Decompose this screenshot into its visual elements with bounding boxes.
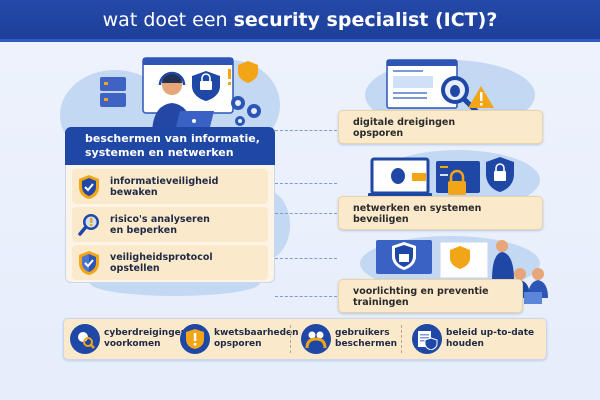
document-shield-icon — [412, 324, 442, 354]
main-card-panel: informatieveiligheid bewaken risico's an… — [65, 165, 275, 283]
card-line1: digitale dreigingen — [353, 117, 456, 128]
connector-line — [275, 296, 337, 297]
laptop-server-lock-icon — [368, 157, 514, 198]
bottom-bar: cyberdreigingen voorkomen kwetsbaarheden… — [63, 318, 547, 360]
bottom-item-beleid: beleid up-to-date houden — [406, 319, 536, 359]
card-line2: trainingen — [353, 297, 409, 308]
specialist-illustration-icon — [100, 57, 261, 135]
bottom-line2: houden — [446, 339, 484, 349]
main-title-line1: beschermen van informatie, — [85, 132, 260, 145]
main-card-title: beschermen van informatie, systemen en n… — [65, 127, 275, 165]
bottom-line1: gebruikers — [335, 328, 390, 338]
card-line1: voorlichting en preventie — [353, 286, 489, 297]
card-line2: opsporen — [353, 128, 404, 139]
title-light: wat doet een — [102, 8, 228, 31]
main-item-veiligheidsprotocol: veiligheidsprotocol opstellen — [72, 245, 268, 280]
bottom-item-kwetsbaarheden: kwetsbaarheden opsporen — [174, 319, 299, 359]
presentation-training-icon — [376, 240, 548, 304]
bug-magnifier-warning-icon — [386, 59, 494, 115]
bottom-line1: cyberdreigingen — [104, 328, 188, 338]
item-line1: veiligheidsprotocol — [110, 251, 213, 263]
item-line1: informatieveiligheid — [110, 175, 219, 187]
item-line2: en beperken — [110, 224, 177, 236]
side-card-netwerken-beveiligen: netwerken en systemen beveiligen — [338, 196, 543, 230]
page-header: wat doet een security specialist (ICT)? — [0, 0, 600, 42]
item-line1: risico's analyseren — [110, 213, 210, 225]
magnifier-icon — [78, 213, 99, 236]
connector-line — [275, 183, 337, 184]
bottom-line1: kwetsbaarheden — [214, 328, 299, 338]
card-line1: netwerken en systemen — [353, 203, 482, 214]
main-title-line2: systemen en netwerken — [85, 146, 234, 159]
side-card-voorlichting: voorlichting en preventie trainingen — [338, 279, 523, 313]
connector-line — [275, 258, 337, 259]
bottom-line2: voorkomen — [104, 339, 161, 349]
main-item-risicos: risico's analyseren en beperken — [72, 207, 268, 242]
bottom-line2: beschermen — [335, 339, 398, 349]
bottom-line1: beleid up-to-date — [446, 328, 535, 338]
shield-check-icon — [79, 174, 99, 199]
connector-line — [275, 213, 337, 214]
virus-magnifier-icon — [70, 324, 100, 354]
item-line2: bewaken — [110, 186, 158, 198]
divider — [401, 325, 402, 353]
bottom-item-gebruikers: gebruikers beschermen — [295, 319, 397, 359]
shield-check-icon — [79, 250, 99, 275]
item-line2: opstellen — [110, 262, 160, 274]
bottom-line2: opsporen — [214, 339, 262, 349]
divider — [290, 325, 291, 353]
users-icon — [301, 324, 331, 354]
title-bold: security specialist (ICT)? — [233, 8, 498, 31]
bottom-item-cyberdreigingen: cyberdreigingen voorkomen — [64, 319, 187, 359]
side-card-digitale-dreigingen: digitale dreigingen opsporen — [338, 110, 543, 144]
shield-warning-icon — [180, 324, 210, 354]
card-line2: beveiligen — [353, 214, 409, 225]
main-item-informatieveiligheid: informatieveiligheid bewaken — [72, 169, 268, 204]
connector-line — [275, 130, 337, 131]
